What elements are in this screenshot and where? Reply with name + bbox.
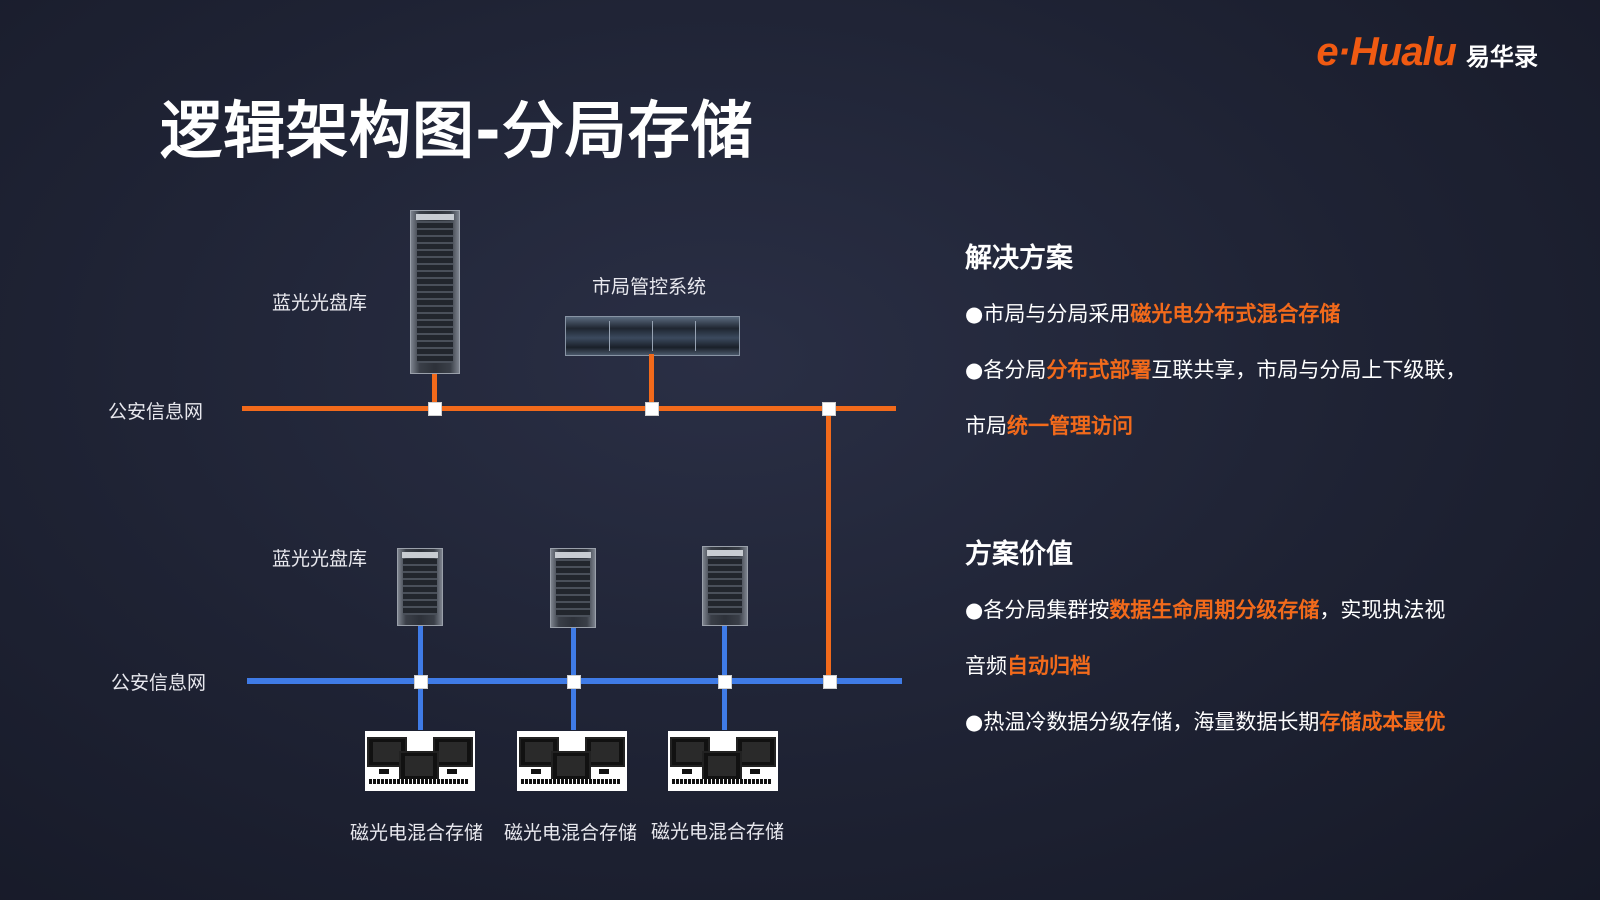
workstation-group-2 [517,731,627,791]
bottom-network-node-2 [567,675,581,689]
value-line-1-highlight: 数据生命周期分级存储 [1109,598,1320,622]
brand-name-cn: 易华录 [1466,43,1538,71]
top-network-label: 公安信息网 [108,401,204,423]
top-network-node-2 [645,402,659,416]
page-title: 逻辑架构图-分局存储 [160,94,754,167]
architecture-diagram: 蓝光光盘库 市局管控系统 公安信息网 蓝光光盘库 公安信息网 [108,210,902,844]
vertical-interconnect-line [826,408,831,682]
bottom-network-node-1 [414,675,428,689]
bluray-library-rack-branch-2 [550,548,596,628]
solution-line-2-text-a: ●各分局 [965,358,1047,382]
brand-logo: e·Hualu 易华录 [1316,30,1538,75]
value-line-3: ●热温冷数据分级存储，海量数据长期存储成本最优 [965,706,1445,736]
value-title: 方案价值 [965,539,1073,570]
control-system-server [565,316,740,356]
solution-line-1-text: ●市局与分局采用 [965,302,1131,326]
hybrid-storage-label-3: 磁光电混合存储 [651,821,785,843]
hybrid-storage-label-2: 磁光电混合存储 [504,822,638,844]
brand-name-en: e·Hualu [1316,30,1457,74]
top-network-node-3 [822,402,836,416]
top-network-node-1 [428,402,442,416]
solution-line-2-text-b: 互联共享，市局与分局上下级联， [1151,358,1467,382]
value-line-1: ●各分局集群按数据生命周期分级存储，实现执法视 [965,594,1445,624]
value-line-1-text-a: ●各分局集群按 [965,598,1110,622]
value-line-2-text: 音频 [965,654,1007,678]
value-line-1-text-b: ，实现执法视 [1319,598,1446,622]
branch-storage-label: 蓝光光盘库 [272,548,368,570]
top-network-line [242,406,896,411]
solution-line-3-text: 市局 [965,414,1007,438]
workstation-group-3 [668,731,778,791]
bluray-library-rack-branch-3 [702,546,748,626]
hybrid-storage-label-1: 磁光电混合存储 [350,822,484,844]
solution-title: 解决方案 [965,243,1073,274]
solution-line-1: ●市局与分局采用磁光电分布式混合存储 [965,298,1340,328]
solution-line-2-highlight: 分布式部署 [1046,358,1152,382]
bottom-network-node-3 [718,675,732,689]
bluray-library-rack-top [410,210,460,374]
bluray-library-rack-branch-1 [397,548,443,626]
top-storage-label: 蓝光光盘库 [272,292,368,314]
solution-line-3-highlight: 统一管理访问 [1007,414,1133,438]
value-line-3-text: ●热温冷数据分级存储，海量数据长期 [965,710,1320,734]
value-line-2: 音频自动归档 [965,650,1091,680]
control-system-link [649,354,654,408]
bottom-network-node-4 [823,675,837,689]
bottom-network-label: 公安信息网 [111,672,207,694]
description-panel: 解决方案 ●市局与分局采用磁光电分布式混合存储 ●各分局分布式部署互联共享，市局… [965,0,1555,900]
solution-line-3: 市局统一管理访问 [965,410,1133,440]
workstation-group-1 [365,731,475,791]
top-rack-link [432,374,437,408]
solution-line-2: ●各分局分布式部署互联共享，市局与分局上下级联， [965,354,1466,384]
value-line-2-highlight: 自动归档 [1007,654,1091,678]
value-line-3-highlight: 存储成本最优 [1319,710,1446,734]
solution-line-1-highlight: 磁光电分布式混合存储 [1130,302,1341,326]
control-system-label: 市局管控系统 [592,276,707,298]
